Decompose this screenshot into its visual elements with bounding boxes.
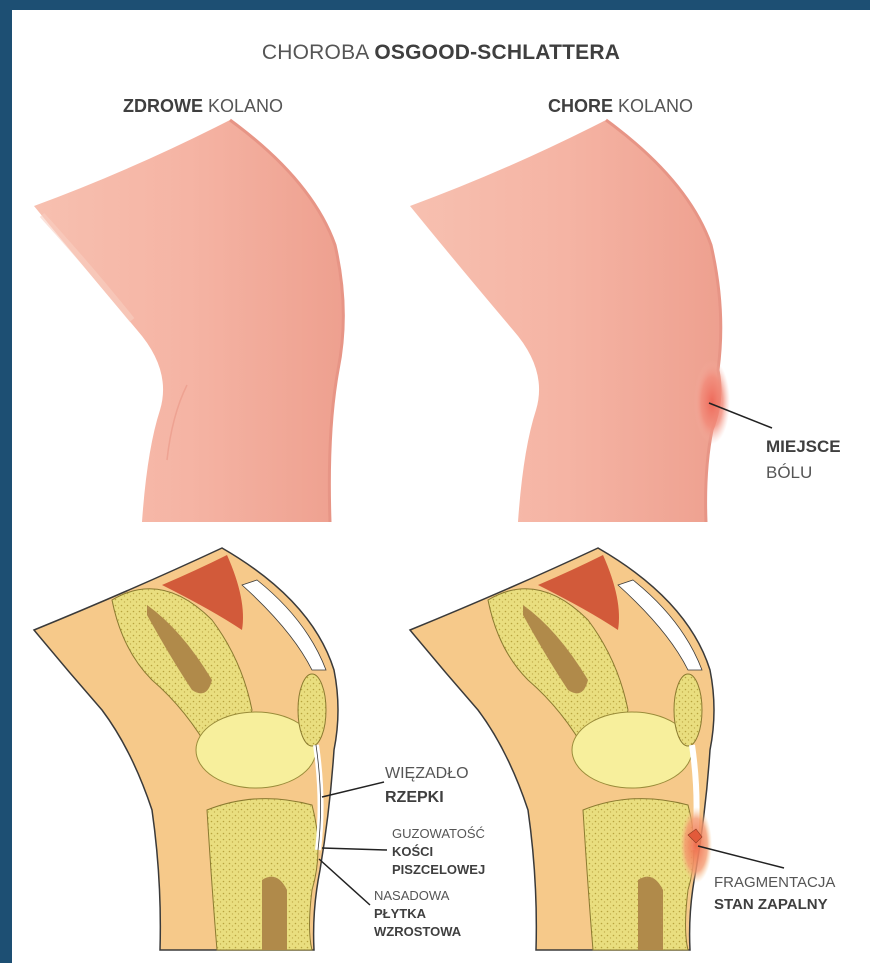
pain-swelling: [694, 360, 730, 444]
healthy-knee-skin: [34, 120, 343, 522]
diseased-knee-skin: [410, 120, 772, 522]
fragmentation-inflammation: [680, 807, 712, 883]
figure-title: CHOROBA OSGOOD-SCHLATTERA: [12, 41, 870, 65]
diseased-knee-heading: CHORE KOLANO: [548, 96, 693, 117]
healthy-knee-heading: ZDROWE KOLANO: [123, 96, 283, 117]
healthy-knee-section: [34, 548, 387, 950]
knee-illustration: [12, 10, 870, 963]
figure-panel: CHOROBA OSGOOD-SCHLATTERA ZDROWE KOLANO …: [12, 10, 870, 963]
